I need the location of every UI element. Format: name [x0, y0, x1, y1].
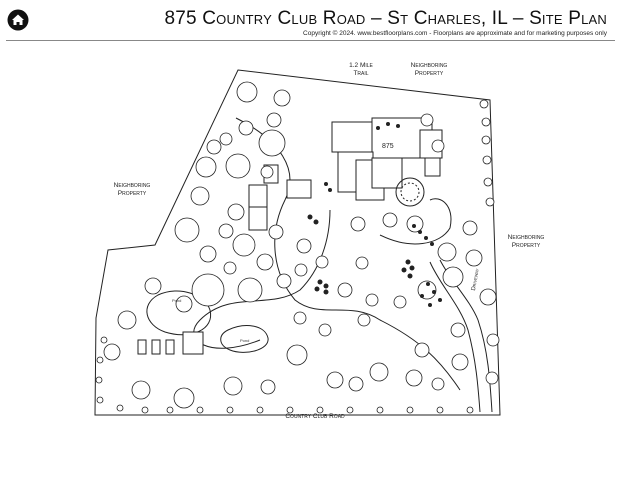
shrub-clusters — [307, 122, 442, 307]
page-title: 875 Country Club Road – St Charles, IL –… — [164, 8, 607, 29]
house-building — [331, 117, 443, 201]
house-logo-icon — [7, 9, 29, 31]
pond-2 — [220, 325, 269, 353]
trees — [103, 81, 500, 409]
property-boundary — [94, 69, 501, 416]
copyright-text: Copyright © 2024. www.bestfloorplans.com… — [303, 30, 607, 37]
neighboring-property-top-label: Neighboring Property — [410, 62, 448, 77]
garage-building — [286, 179, 312, 199]
header: 875 Country Club Road – St Charles, IL –… — [0, 0, 621, 42]
neighboring-property-right-label: Neighboring Property — [507, 234, 545, 249]
header-divider — [6, 40, 615, 41]
neighboring-property-left-label: Neighboring Property — [113, 182, 151, 197]
pond-label-2: Pond — [240, 338, 250, 343]
country-club-road-label: Country Club Road — [285, 413, 345, 420]
pool-house — [182, 331, 204, 355]
walking-path — [235, 117, 461, 391]
pond-label-1: Pond — [172, 298, 182, 303]
loop-path — [379, 198, 452, 245]
house-number-label: 875 — [382, 143, 394, 150]
driveway-path-inner — [429, 261, 481, 413]
trail-label: 1.2 Mile Trail — [349, 62, 373, 77]
border-trees — [95, 99, 495, 414]
pond-1 — [146, 290, 212, 336]
round-court — [395, 177, 425, 207]
